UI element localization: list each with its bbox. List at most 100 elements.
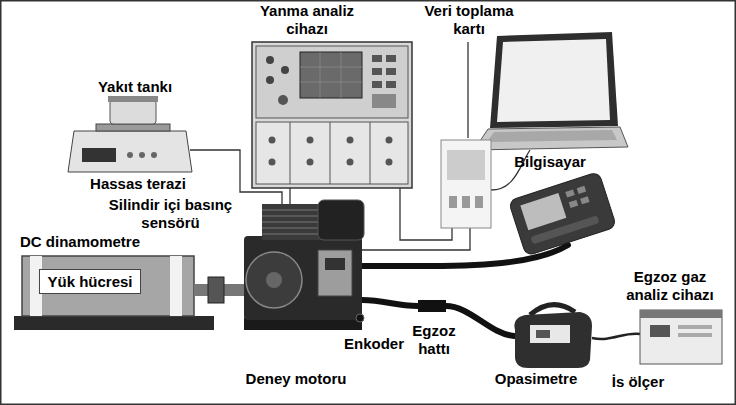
opacimeter <box>530 325 570 343</box>
test-engine <box>262 204 324 240</box>
opacimeter-cable <box>592 334 640 339</box>
combustion-analyzer <box>269 159 276 166</box>
dc-dynamometer <box>170 256 182 316</box>
exhaust-gas-analyzer <box>508 172 616 257</box>
part-label: Opasimetre <box>495 370 578 387</box>
part-label: Enkoder <box>344 335 404 352</box>
laptop <box>497 39 610 122</box>
smoke-meter <box>650 325 670 337</box>
label-slot: Silindir içi basınç sensörü <box>98 196 243 232</box>
test-engine <box>244 236 362 320</box>
test-engine <box>246 252 302 308</box>
exhaust-gas-analyzer <box>531 215 600 244</box>
part-label: DC dinamometre <box>20 233 140 250</box>
combustion-analyzer <box>281 66 289 74</box>
combustion-analyzer <box>269 137 276 144</box>
daq-card <box>475 196 483 208</box>
combustion-analyzer <box>372 55 382 62</box>
dc-dynamometer <box>14 316 214 330</box>
combustion-analyzer <box>290 122 370 184</box>
part-label: Bilgisayar <box>514 153 586 170</box>
label-slot: Yanma analiz cihazı <box>252 2 362 38</box>
dc-dynamometer <box>14 256 246 330</box>
combustion-analyzer <box>386 137 393 144</box>
exhaust-hose <box>446 306 514 336</box>
combustion-analyzer <box>386 68 396 75</box>
smoke-meter <box>678 333 712 337</box>
laptop <box>490 32 618 128</box>
test-engine <box>325 258 345 270</box>
part-label: Yanma analiz cihazı <box>260 2 354 37</box>
combustion-analyzer <box>347 137 354 144</box>
part-label: Egzoz gaz analiz cihazı <box>626 268 714 303</box>
laptop <box>474 127 628 150</box>
daq-card <box>441 140 491 228</box>
test-engine <box>244 200 364 330</box>
combustion-analyzer <box>372 81 382 88</box>
dc-dynamometer <box>208 277 224 303</box>
exhaust-gas-analyzer <box>577 186 586 194</box>
laptop <box>487 130 617 142</box>
test-engine <box>262 210 324 234</box>
signal-wire <box>362 228 470 250</box>
opacimeter <box>536 330 550 338</box>
test-engine <box>318 200 364 240</box>
laptop <box>474 32 628 150</box>
part-label: Deney motoru <box>246 370 347 387</box>
daq-card <box>447 150 485 180</box>
smoke-meter <box>678 325 712 329</box>
combustion-analyzer <box>252 42 412 188</box>
exhaust-probe <box>418 300 446 312</box>
exhaust-gas-analyzer <box>580 196 589 204</box>
label-slot: Enkoder <box>338 335 410 353</box>
label-slot: Egzoz hattı <box>404 322 464 358</box>
part-label: Hassas terazi <box>90 175 186 192</box>
combustion-analyzer <box>347 159 354 166</box>
part-label: Egzoz hattı <box>412 322 455 357</box>
combustion-analyzer <box>372 68 382 75</box>
daq-card <box>441 140 491 228</box>
part-label: Veri toplama kartı <box>424 2 513 37</box>
label-slot: DC dinamometre <box>20 233 160 251</box>
precision-scale <box>68 124 192 172</box>
part-label: Silindir içi basınç sensörü <box>109 196 232 231</box>
opacimeter <box>514 312 592 368</box>
combustion-analyzer <box>307 159 314 166</box>
part-label: Yük hücresi <box>47 273 132 290</box>
combustion-analyzer <box>300 52 362 98</box>
daq-card <box>449 196 457 208</box>
precision-scale <box>68 131 192 172</box>
label-slot: Bilgisayar <box>500 153 600 171</box>
precision-scale <box>82 148 116 162</box>
precision-scale <box>151 152 157 158</box>
combustion-analyzer <box>266 76 274 84</box>
test-engine <box>318 250 352 296</box>
exhaust-hose <box>362 300 418 306</box>
dc-dynamometer <box>39 270 140 294</box>
combustion-analyzer <box>372 94 396 108</box>
label-slot: İs ölçer <box>598 373 678 391</box>
smoke-meter <box>640 310 722 318</box>
label-slot: Veri toplama kartı <box>415 2 523 38</box>
part-label: İs ölçer <box>612 373 665 390</box>
label-slot: Egzoz gaz analiz cihazı <box>615 268 725 304</box>
combustion-analyzer <box>278 95 288 105</box>
smoke-meter <box>640 310 722 364</box>
exhaust-gas-analyzer <box>520 193 566 230</box>
test-engine <box>356 314 364 322</box>
combustion-analyzer <box>256 122 408 184</box>
combustion-analyzer <box>300 52 362 98</box>
test-engine <box>266 272 282 288</box>
combustion-analyzer <box>252 42 412 188</box>
combustion-analyzer <box>256 46 408 118</box>
fuel-tank <box>108 96 158 102</box>
part-label: Yakıt tankı <box>98 78 172 95</box>
label-slot: Deney motoru <box>236 370 356 388</box>
daq-card <box>462 196 470 208</box>
fuel-tank <box>108 96 158 124</box>
smoke-meter <box>640 310 722 364</box>
label-slot: Yakıt tankı <box>85 78 185 96</box>
